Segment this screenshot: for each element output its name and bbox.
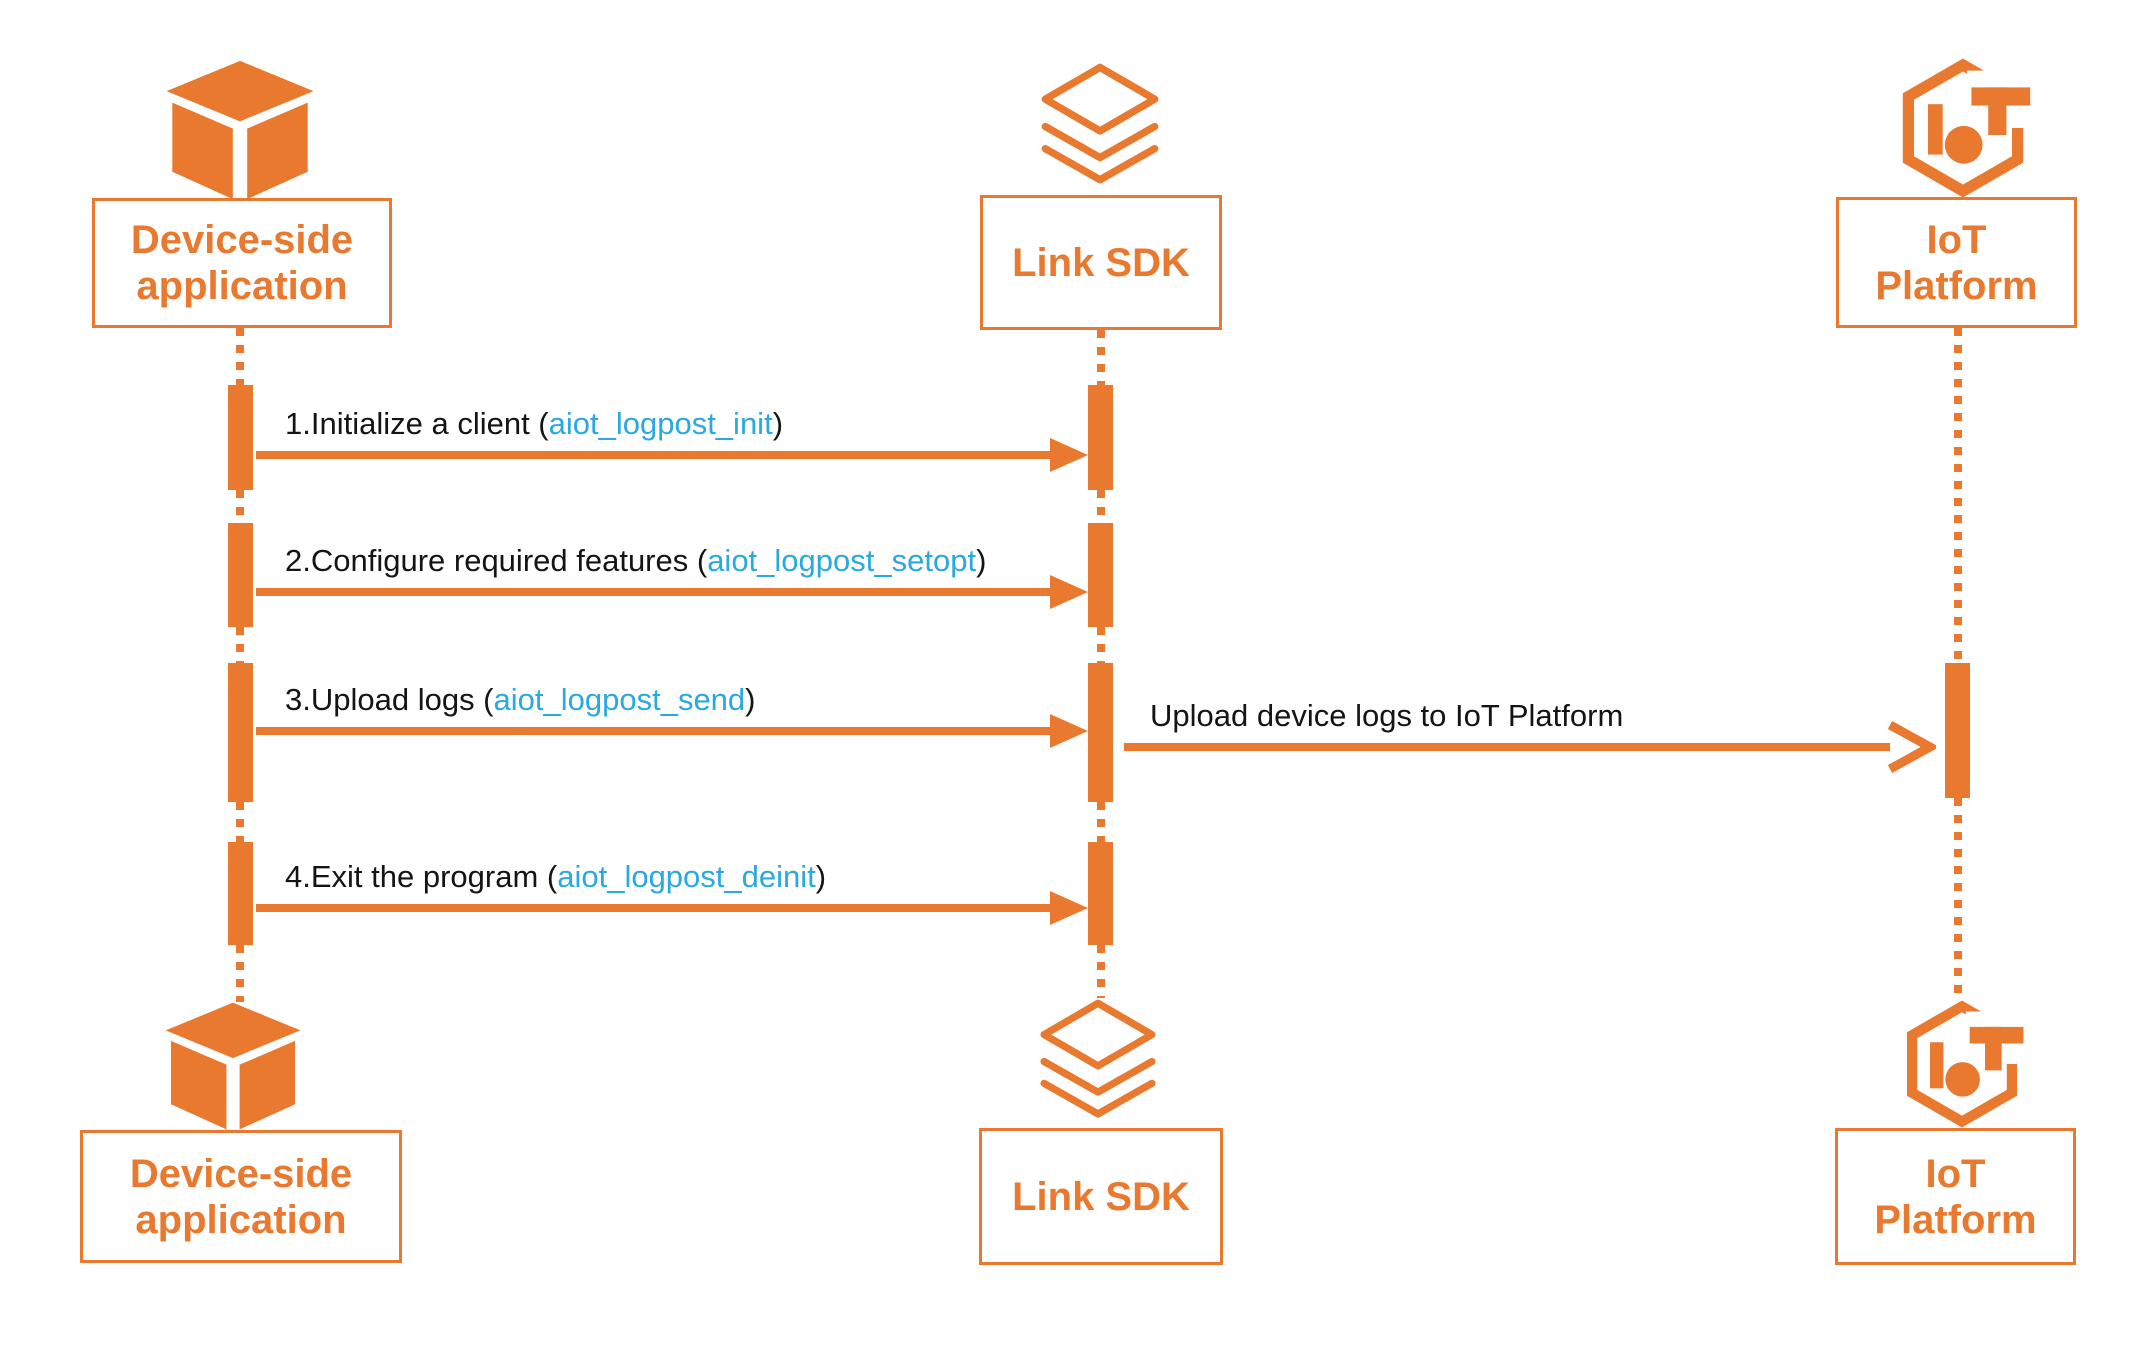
activation-bar — [1088, 663, 1113, 802]
actor-label: application — [136, 264, 348, 308]
message-text: 2.Configure required features ( — [285, 543, 708, 578]
activation-bar — [1088, 523, 1113, 627]
sdk-lifeline — [1097, 945, 1105, 998]
activation-bar — [1945, 663, 1970, 798]
actor-iot-platform-top: IoT Platform — [1836, 197, 2077, 328]
actor-device-application-top: Device-side application — [92, 198, 392, 328]
message-1-arrowhead — [1050, 438, 1088, 472]
iot-hexagon-icon — [1902, 58, 2033, 198]
message-3-arrow-line — [256, 727, 1056, 735]
actor-label: Link SDK — [1012, 1174, 1190, 1219]
upload-arrow-line — [1124, 743, 1890, 751]
actor-device-application-bottom: Device-side application — [80, 1130, 402, 1263]
iot-hexagon-icon — [1906, 1000, 2026, 1128]
activation-bar — [228, 663, 253, 802]
message-1-arrow-line — [256, 451, 1056, 459]
sdk-lifeline — [1097, 490, 1105, 523]
message-text: 1.Initialize a client ( — [285, 406, 549, 441]
device-lifeline — [236, 802, 244, 842]
activation-bar — [228, 842, 253, 945]
actor-link-sdk-top: Link SDK — [980, 195, 1222, 330]
activation-bar — [1088, 842, 1113, 945]
activation-bar — [1088, 385, 1113, 490]
message-4-arrowhead — [1050, 891, 1088, 925]
message-2-arrowhead — [1050, 575, 1088, 609]
api-link-text: aiot_logpost_setopt — [707, 543, 977, 578]
message-text: ) — [745, 682, 756, 717]
layers-icon — [1040, 999, 1156, 1118]
actor-link-sdk-bottom: Link SDK — [979, 1128, 1223, 1265]
message-2-label: 2.Configure required features (aiot_logp… — [285, 539, 986, 583]
api-link-text: aiot_logpost_deinit — [557, 859, 816, 894]
device-lifeline — [236, 945, 244, 1002]
message-text: ) — [815, 859, 827, 894]
message-3-arrowhead — [1050, 714, 1088, 748]
actor-label: IoT — [1925, 1151, 1986, 1196]
actor-label: Device-side — [130, 218, 354, 262]
actor-label: application — [135, 1197, 347, 1242]
actor-label: IoT — [1926, 217, 1987, 262]
message-text: 4.Exit the program ( — [285, 859, 558, 894]
device-lifeline — [236, 328, 244, 385]
actor-label: Link SDK — [1012, 240, 1190, 285]
actor-label: Platform — [1875, 263, 2038, 308]
message-1-label: 1.Initialize a client (aiot_logpost_init… — [285, 402, 783, 446]
message-3-label: 3.Upload logs (aiot_logpost_send) — [285, 678, 756, 722]
message-text: 3.Upload logs ( — [285, 682, 494, 717]
actor-label: Platform — [1874, 1197, 2037, 1242]
upload-message-label: Upload device logs to IoT Platform — [1150, 694, 1623, 738]
platform-lifeline — [1954, 798, 1962, 1000]
actor-label: Device-side — [129, 1151, 353, 1196]
message-text: ) — [772, 406, 784, 441]
upload-open-arrowhead — [1887, 721, 1936, 773]
activation-bar — [228, 385, 253, 490]
device-lifeline — [236, 627, 244, 663]
message-4-label: 4.Exit the program (aiot_logpost_deinit) — [285, 855, 826, 899]
message-2-arrow-line — [256, 588, 1056, 596]
sdk-lifeline — [1097, 330, 1105, 385]
platform-lifeline — [1954, 328, 1962, 663]
actor-iot-platform-bottom: IoT Platform — [1835, 1128, 2076, 1265]
device-lifeline — [236, 490, 244, 523]
message-text: Upload device logs to IoT Platform — [1150, 698, 1624, 733]
sdk-lifeline — [1097, 627, 1105, 663]
message-4-arrow-line — [256, 904, 1056, 912]
sdk-lifeline — [1097, 802, 1105, 842]
api-link-text: aiot_logpost_init — [548, 406, 773, 441]
message-text: ) — [976, 543, 987, 578]
api-link-text: aiot_logpost_send — [493, 682, 746, 717]
cube-icon — [166, 60, 314, 200]
activation-bar — [228, 523, 253, 627]
layers-icon — [1041, 63, 1159, 184]
cube-icon — [165, 1002, 301, 1130]
